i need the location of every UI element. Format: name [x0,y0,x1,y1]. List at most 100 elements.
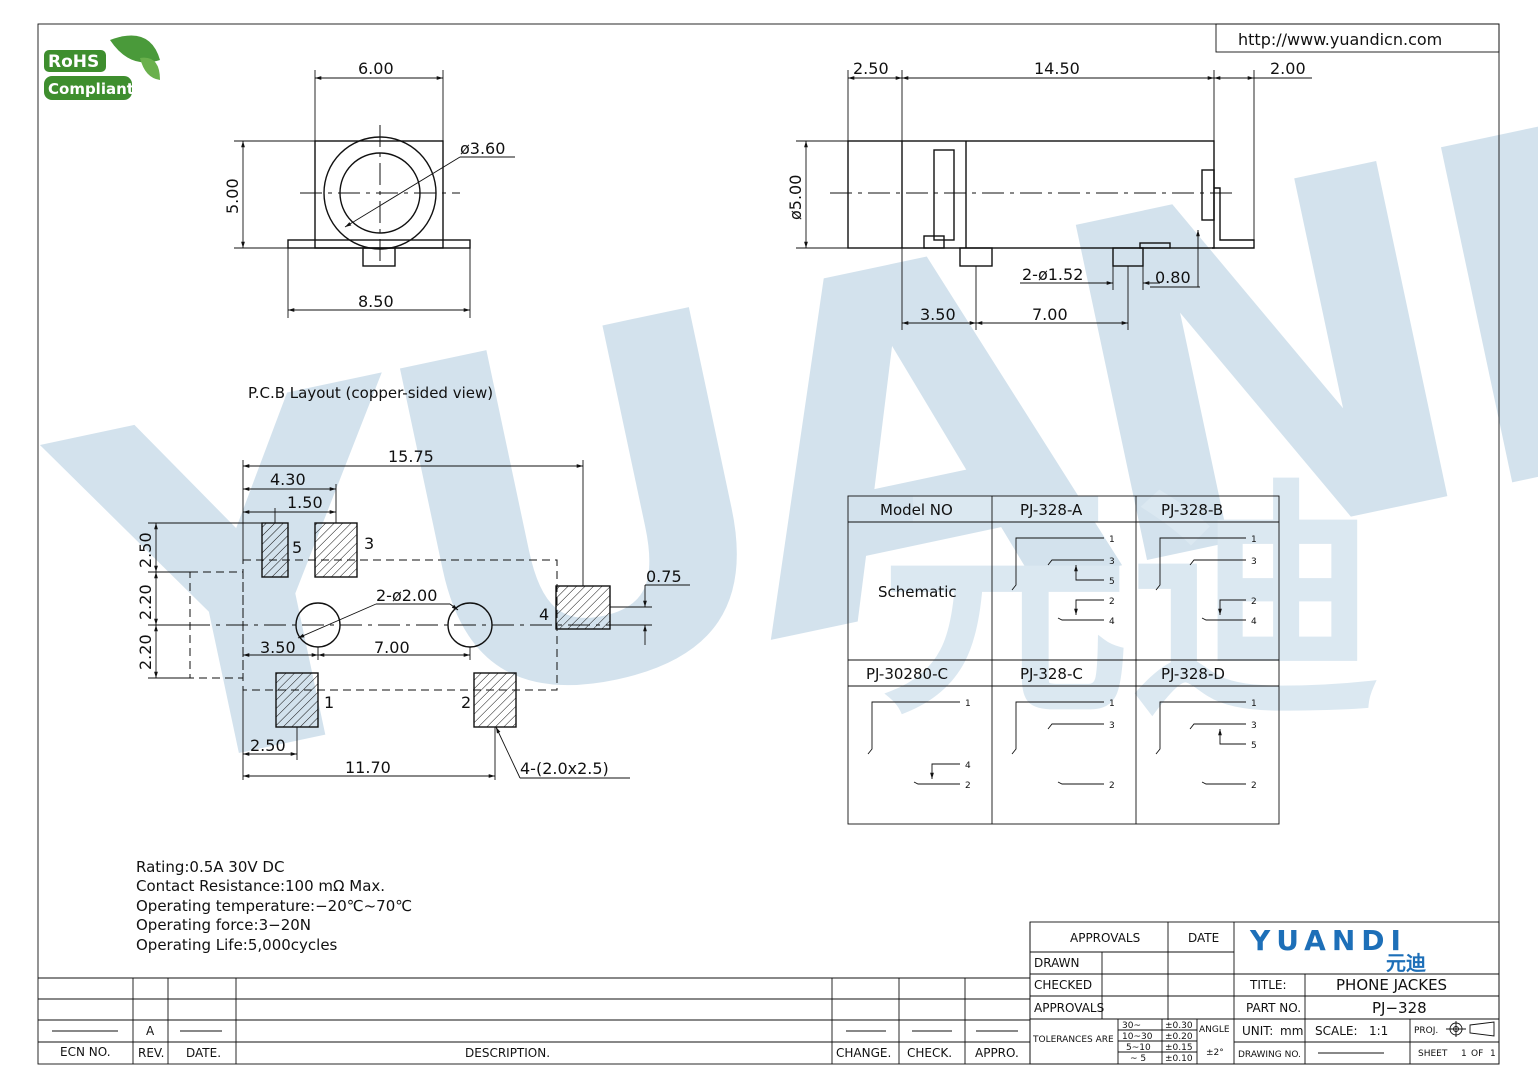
tb-tol-range-4: ~ 5 [1130,1054,1146,1064]
tb-tol-value-1: ±0.30 [1165,1021,1193,1031]
schematic-pj328a: 1 3 5 2 4 [1011,535,1115,627]
tb-tol-value-3: ±0.15 [1165,1043,1193,1053]
rev-header-description: DESCRIPTION. [465,1046,550,1060]
pcb-total-dim: 15.75 [388,447,434,466]
side-pin-dim: 0.80 [1155,268,1191,287]
pcb-d350-dim: 3.50 [260,638,296,657]
schA-pin1: 1 [1109,535,1115,545]
tb-title-label: TITLE: [1249,978,1287,992]
pcb-pin-2: 2 [461,693,471,712]
spec-rating: Rating:0.5A 30V DC [136,858,284,876]
rev-header-ecn: ECN NO. [60,1045,111,1059]
pcb-d150-dim: 1.50 [287,493,323,512]
schPC-pin1: 1 [965,699,971,709]
pad-3 [314,522,358,578]
tb-of-label: OF [1471,1049,1483,1059]
tb-drawn: DRAWN [1034,956,1080,970]
row-label-schematic: Schematic [878,583,957,601]
watermark-latin: YUANDI [18,0,1538,889]
tb-scale-value: 1:1 [1369,1024,1388,1038]
schC-pin3: 3 [1109,721,1115,731]
tb-part-value: PJ−328 [1372,999,1427,1017]
rohs-logo: RoHS Compliant [44,35,160,100]
pcb-d075-dim: 0.75 [646,567,682,586]
tb-sheet-label: SHEET [1418,1049,1448,1059]
spec-contact: Contact Resistance:100 mΩ Max. [136,877,385,895]
header-pj328a: PJ-328-A [1020,501,1083,519]
pcb-d250h-dim: 2.50 [250,736,286,755]
rev-header-appro: APPRO. [975,1046,1019,1060]
front-width-dim: 6.00 [358,59,394,78]
tb-logo-cjk: 元迪 [1386,951,1426,975]
pcb-pads-dim: 4-(2.0x2.5) [520,759,609,778]
schD-pin5: 5 [1251,741,1257,751]
projection-symbol-icon [1446,1021,1495,1037]
title-block: APPROVALS DATE DRAWN CHECKED APPROVALS T… [1029,921,1500,1065]
rev-header-change: CHANGE. [836,1046,891,1060]
schematic-pj30280c: 1 4 2 [867,699,971,791]
tb-title-value: PHONE JACKES [1336,976,1447,994]
tb-unit-label: UNIT: [1242,1024,1273,1038]
front-base-dim: 8.50 [358,292,394,311]
pad-5 [261,522,289,578]
schPC-pin2: 2 [965,781,971,791]
spec-force: Operating force:3−20N [136,916,311,934]
pad-2 [473,672,517,728]
side-x2-dim: 7.00 [1032,305,1068,324]
schC-pin1: 1 [1109,699,1115,709]
schA-pin5: 5 [1109,577,1115,587]
front-diameter-dim: ø3.60 [460,139,505,158]
schA-pin2: 2 [1109,597,1115,607]
schA-pin3: 3 [1109,557,1115,567]
schD-pin2: 2 [1251,781,1257,791]
pcb-d430-dim: 4.30 [270,470,306,489]
rev-header-rev: REV. [138,1046,164,1060]
pcb-pin-3: 3 [364,534,374,553]
rev-header-check: CHECK. [907,1046,952,1060]
spec-temperature: Operating temperature:−20℃~70℃ [136,897,412,915]
spec-life: Operating Life:5,000cycles [136,936,338,954]
tb-angle-value: ±2° [1206,1048,1224,1058]
schB-pin3: 3 [1251,557,1257,567]
schematic-pj328d: 1 3 5 2 [1155,699,1257,791]
side-holes-dim: 2-ø1.52 [1022,265,1083,284]
rohs-line1: RoHS [48,52,99,72]
side-view: 2.50 14.50 2.00 ø5.00 2-ø1.52 0.80 3.50 … [786,59,1312,330]
tb-date-header: DATE [1188,931,1219,945]
tb-drawing-no: DRAWING NO. [1238,1050,1301,1060]
schD-pin1: 1 [1251,699,1257,709]
pad-4 [555,585,611,630]
tb-of-value: 1 [1490,1049,1496,1059]
schB-pin2: 2 [1251,597,1257,607]
header-model-no: Model NO [880,501,953,519]
rev-header-date: DATE. [186,1046,221,1060]
pcb-d1170-dim: 11.70 [345,758,391,777]
tb-checked: CHECKED [1034,978,1092,992]
header-pj328c: PJ-328-C [1020,665,1083,683]
pad-1 [275,672,319,728]
tb-tolerances: TOLERANCES ARE [1032,1035,1114,1045]
tb-tol-value-4: ±0.10 [1165,1054,1193,1064]
side-d2-dim: 14.50 [1034,59,1080,78]
tb-tol-range-1: 30~ [1122,1021,1141,1031]
watermark: YUANDI 元迪 [18,0,1538,889]
tb-approvals: APPROVALS [1034,1001,1104,1015]
tb-part-label: PART NO. [1246,1001,1301,1015]
url-text: http://www.yuandicn.com [1238,30,1442,49]
pcb-d220a-dim: 2.20 [136,584,155,620]
sheet-border [37,23,1500,1065]
pcb-d220b-dim: 2.20 [136,634,155,670]
schD-pin3: 3 [1251,721,1257,731]
tb-unit-value: mm [1280,1024,1303,1038]
tb-angle: ANGLE [1199,1025,1230,1035]
tb-tol-value-2: ±0.20 [1165,1032,1193,1042]
side-d1-dim: 2.50 [853,59,889,78]
schB-pin1: 1 [1251,535,1257,545]
pcb-d250v-dim: 2.50 [136,532,155,568]
header-pj328b: PJ-328-B [1161,501,1223,519]
tb-proj-label: PROJ. [1414,1026,1438,1036]
header-pj328d: PJ-328-D [1161,665,1225,683]
schA-pin4: 4 [1109,617,1115,627]
tb-tol-range-2: 10~30 [1122,1032,1153,1042]
